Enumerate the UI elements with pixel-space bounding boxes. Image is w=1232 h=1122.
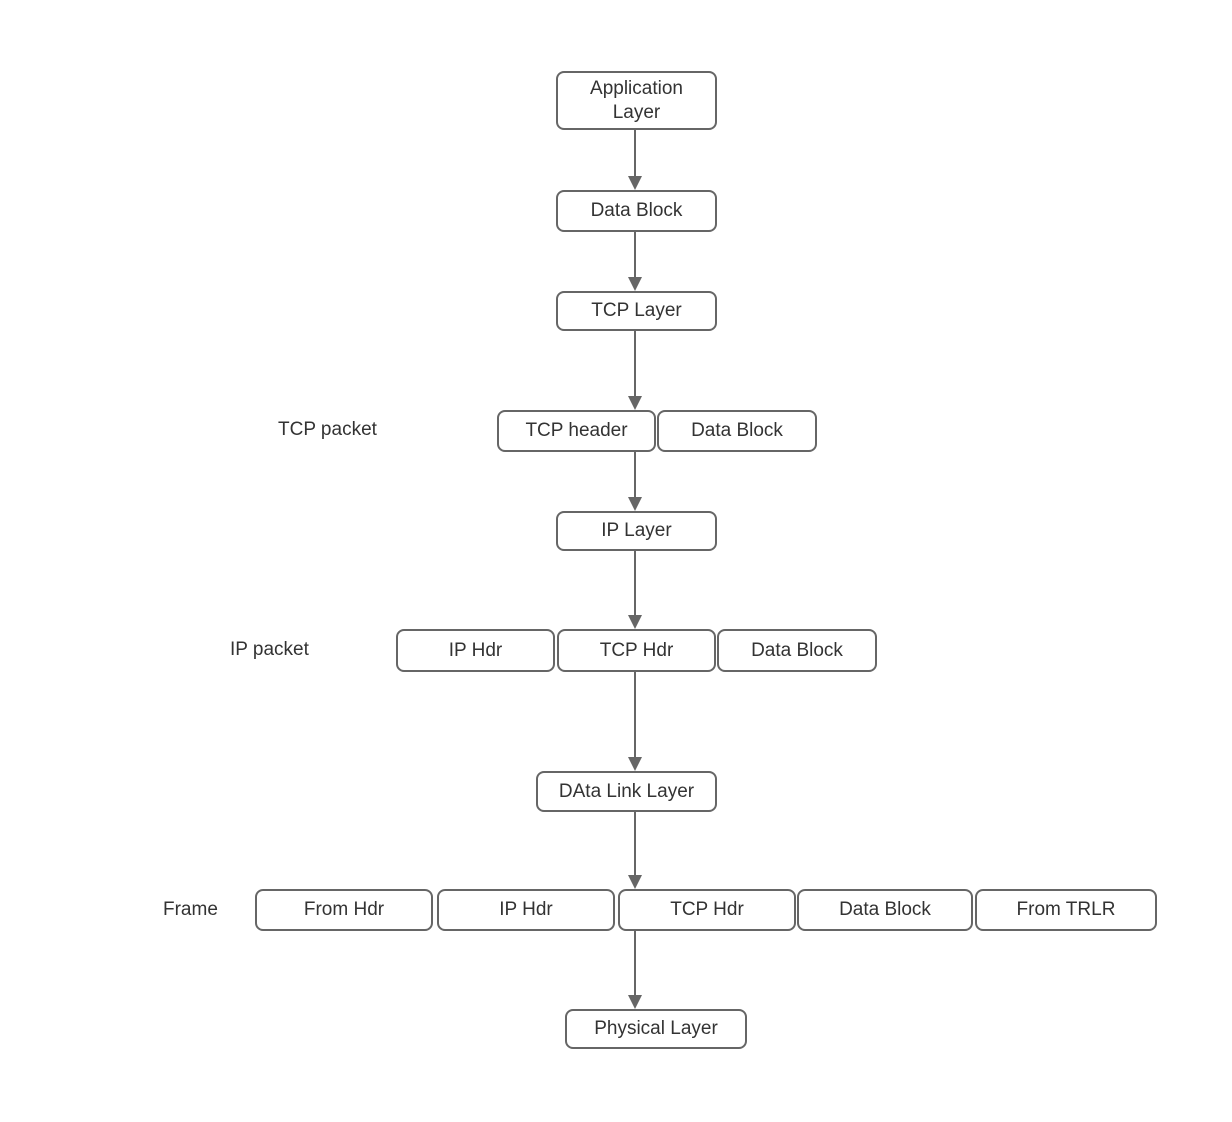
label-ip-packet: IP packet [230,639,309,660]
node-label: Application Layer [590,77,683,123]
node-label: From Hdr [303,899,385,921]
node-application-layer: Application Layer [556,71,717,130]
node-label: From TRLR [1016,899,1116,921]
node-label: TCP Hdr [599,639,674,661]
node-frame-data-block: Data Block [797,889,973,931]
node-tcp-header: TCP header [497,410,656,452]
node-tcp-hdr: TCP Hdr [557,629,716,672]
node-label: IP Layer [601,520,672,542]
node-physical-layer: Physical Layer [565,1009,747,1049]
node-ip-layer: IP Layer [556,511,717,551]
arrow-ip-layer-to-ip-packet [628,551,642,629]
node-label: Data Block [691,420,783,442]
node-data-block-ip: Data Block [717,629,877,672]
arrow-data-link-to-frame [628,812,642,889]
arrow-ip-packet-to-data-link [628,672,642,771]
node-frame-from-hdr: From Hdr [255,889,433,931]
node-data-block-app: Data Block [556,190,717,232]
node-data-block-tcp: Data Block [657,410,817,452]
arrow-frame-to-physical [628,931,642,1009]
node-label: IP Hdr [448,639,503,661]
node-label: IP Hdr [499,899,553,921]
node-tcp-layer: TCP Layer [556,291,717,331]
node-label: Data Block [751,639,843,661]
arrow-tcp-packet-to-ip-layer [628,452,642,511]
node-label: TCP Hdr [670,899,744,921]
node-label: TCP header [525,420,628,442]
node-frame-tcp-hdr: TCP Hdr [618,889,796,931]
node-ip-hdr: IP Hdr [396,629,555,672]
node-data-link-layer: DAta Link Layer [536,771,717,812]
node-frame-ip-hdr: IP Hdr [437,889,615,931]
node-label: Data Block [839,899,931,921]
arrow-tcp-layer-to-tcp-packet [628,331,642,410]
label-tcp-packet: TCP packet [278,419,377,440]
node-label: TCP Layer [591,300,682,322]
node-label: Data Block [590,200,683,222]
arrow-application-to-data-block [628,130,642,190]
node-label: Physical Layer [594,1018,718,1040]
label-frame: Frame [163,899,218,920]
node-frame-from-trlr: From TRLR [975,889,1157,931]
arrow-data-block-to-tcp-layer [628,232,642,291]
node-label: DAta Link Layer [558,780,695,802]
